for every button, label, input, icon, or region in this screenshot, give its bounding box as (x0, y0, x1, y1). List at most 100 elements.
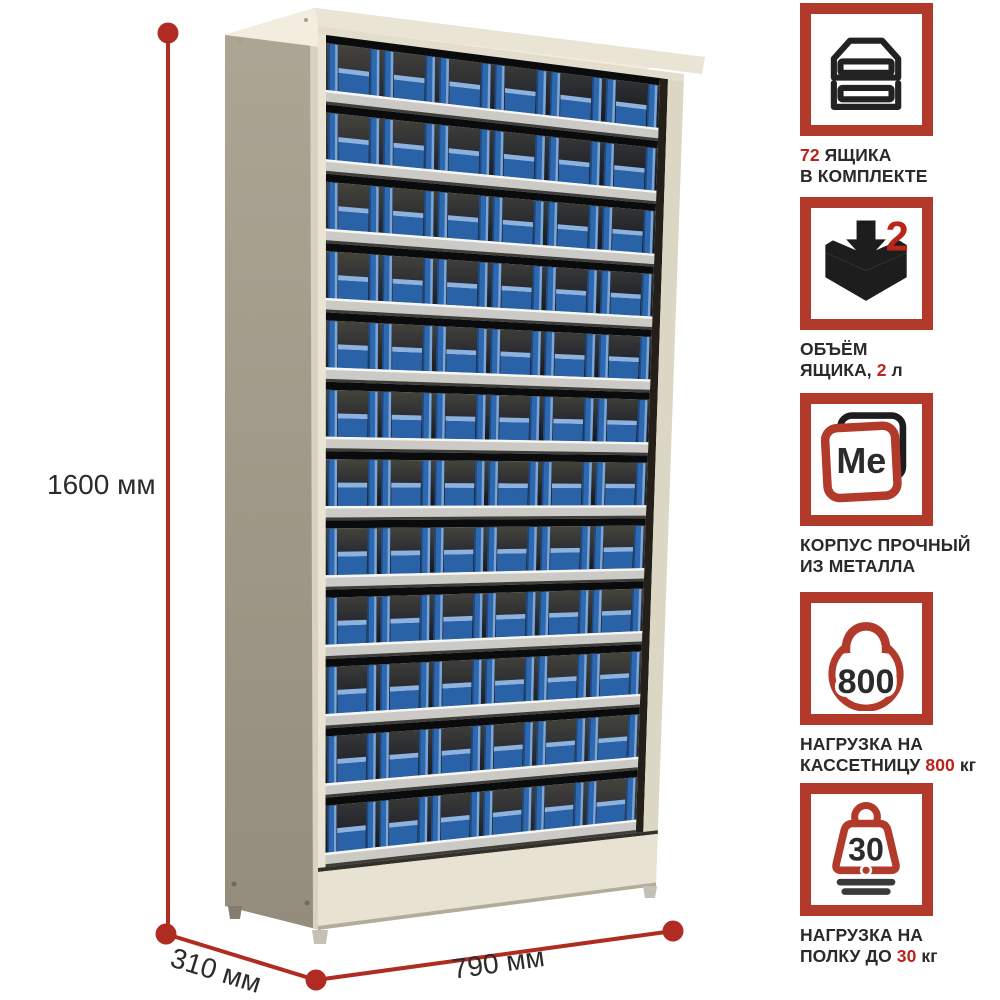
feature-caption-line: ОБЪЁМ (800, 339, 868, 359)
base-edge (318, 882, 657, 930)
drawer-bin (380, 528, 431, 575)
metal-me-icon: Me (800, 393, 933, 526)
drawer-bin (328, 182, 379, 233)
icon-metal-value: Me (836, 440, 886, 481)
feature-caption-line: НАГРУЗКА НА (800, 734, 924, 754)
drawer-bin (494, 64, 547, 115)
drawer-row (325, 243, 654, 330)
drawer-bin (548, 137, 601, 186)
shelf-underside (325, 704, 640, 729)
shelf-highlight (325, 367, 651, 382)
shelf-underside (325, 830, 636, 868)
shelf-lip (325, 507, 647, 518)
box-volume-icon: 2 (800, 197, 933, 330)
drawer-row (325, 312, 652, 393)
drawer-bin (540, 526, 591, 571)
drawer-bin (379, 729, 429, 779)
base-panel (318, 833, 658, 926)
drawer-row (325, 769, 638, 868)
feature-metal-body: Me КОРПУС ПРОЧНЫЙ ИЗ МЕТАЛЛА (800, 393, 1000, 577)
shelf-highlight (325, 693, 641, 717)
drawer-bin (488, 461, 539, 506)
drawer-bin (436, 326, 487, 374)
drawer-bin (549, 72, 602, 122)
drawer-bin (383, 50, 435, 103)
drawer-bin (544, 332, 596, 378)
shelf-lip (325, 570, 645, 587)
drawer-row (326, 35, 660, 141)
shelf-shadow (325, 312, 652, 337)
drawer-bin (492, 197, 544, 246)
drawer-bin (382, 255, 433, 304)
drawer-bin (328, 321, 378, 370)
dimension-endpoint-dot (305, 969, 327, 991)
shelf-underside (325, 240, 654, 267)
drawer-bin (439, 57, 491, 109)
feature-caption-line: КОРПУС ПРОЧНЫЙ (800, 535, 971, 555)
drawer-bin (435, 393, 486, 440)
drawer-bin (432, 659, 482, 708)
drawer-bin (490, 329, 541, 376)
shelf-lip (325, 633, 643, 657)
right-stile (643, 79, 684, 832)
drawer-row (325, 518, 646, 590)
dimension-endpoint-dot (155, 923, 177, 945)
shelf-lip (325, 821, 637, 865)
drawer-bin (431, 792, 480, 842)
drawer-bin (484, 722, 533, 770)
drawer-bin (545, 267, 597, 314)
left-stile (318, 34, 326, 868)
feature-caption-line: НАГРУЗКА НА (800, 925, 924, 945)
shelf-lip (325, 231, 655, 265)
drawer-bin (605, 79, 658, 128)
drawer-bin (437, 192, 489, 241)
dimension-endpoint-dot (157, 22, 179, 44)
drawer-bin (438, 125, 490, 175)
drawer-bin (383, 119, 435, 170)
shelf-underside (325, 767, 638, 798)
feature-caption-line: ПОЛКУ ДО 30 кг (800, 946, 938, 966)
shelf-shadow (325, 769, 638, 806)
right-shadow (635, 78, 668, 833)
shelf-underside (326, 101, 659, 141)
drawer-bin (327, 528, 377, 576)
drawer-bin (482, 787, 532, 836)
drawer-bin (537, 654, 587, 701)
shelf-lip (325, 369, 651, 390)
shelf-lip (325, 439, 649, 453)
drawer-bin (327, 665, 377, 714)
shelf-highlight (325, 436, 649, 445)
shelf-underside (325, 641, 642, 660)
dimension-lines (155, 22, 684, 991)
feature-drawer-volume: 2 ОБЪЁМ ЯЩИКА, 2 л (800, 197, 1000, 381)
feature-cabinet-load: 800 НАГРУЗКА НА КАССЕТНИЦУ 800 кг (800, 592, 1000, 776)
shelf-lip (326, 92, 659, 139)
drawer-bin (434, 460, 485, 506)
feature-caption-line: ИЗ МЕТАЛЛА (800, 556, 916, 576)
shelf-underside (325, 309, 652, 330)
icon-cabinet-load-value: 800 (838, 663, 895, 701)
drawer-bin (598, 334, 650, 380)
drawer-row (326, 104, 658, 204)
drawer-bin (586, 777, 636, 825)
drawer-bin (327, 801, 376, 853)
drawer-bin (491, 263, 543, 311)
shelf-shadow (325, 518, 646, 529)
drawer-bin (534, 782, 584, 831)
drawer-bin (595, 462, 646, 506)
drawer-bin (327, 596, 377, 645)
drawer-bin (379, 796, 428, 847)
cabinet-render (225, 8, 705, 944)
shelf-underside (325, 578, 644, 590)
height-dimension-label: 1600 мм (47, 469, 156, 500)
drawer-bin (381, 392, 432, 439)
drawer-row (325, 707, 640, 798)
drawer-bin (380, 662, 429, 711)
feature-caption-line: КАССЕТНИЦУ 800 кг (800, 755, 977, 775)
drawer-bin (380, 595, 430, 643)
dimension-endpoint-dot (662, 920, 684, 942)
shelf-highlight (326, 159, 657, 193)
feature-caption-line: ЯЩИКА, 2 л (800, 360, 903, 380)
drawer-bin (486, 592, 536, 638)
